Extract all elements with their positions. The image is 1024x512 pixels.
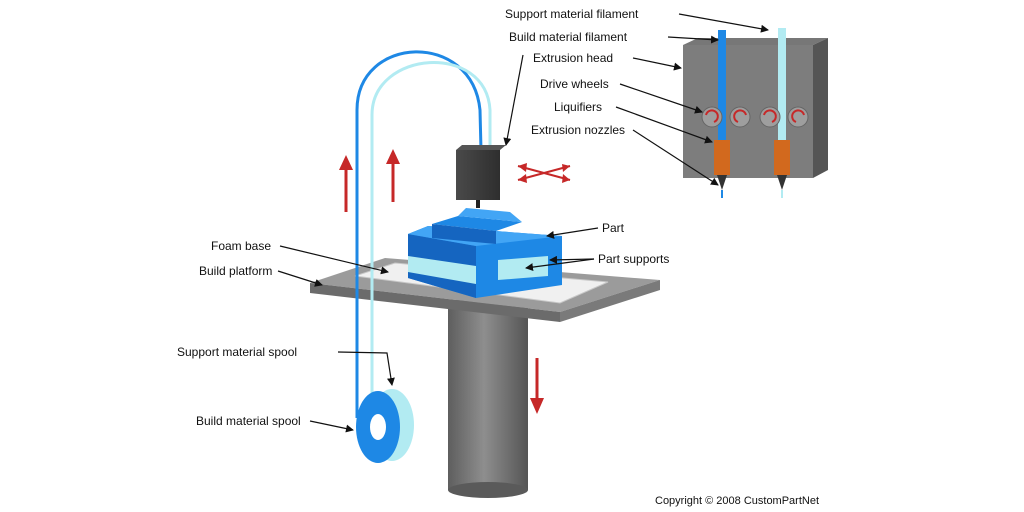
label-support-material-spool: Support material spool (177, 345, 298, 359)
label-drive-wheels: Drive wheels (540, 77, 609, 91)
filament-paths (355, 50, 492, 418)
label-liquifiers: Liquifiers (554, 100, 603, 114)
platform-column (448, 300, 528, 498)
extrusion-head (456, 145, 506, 208)
label-part-supports: Part supports (598, 252, 670, 266)
leader-lines (277, 13, 769, 433)
extrusion-head-inset (683, 28, 828, 198)
motion-arrows (339, 149, 571, 414)
part-supports (408, 256, 548, 284)
drive-wheels (701, 106, 809, 128)
extrusion-nozzles (717, 175, 787, 198)
build-material-spool (356, 389, 414, 463)
label-part: Part (602, 221, 625, 235)
liquifiers (714, 140, 790, 175)
label-extrusion-head: Extrusion head (533, 51, 614, 65)
label-extrusion-nozzles: Extrusion nozzles (531, 123, 626, 137)
copyright-text: Copyright © 2008 CustomPartNet (655, 495, 820, 507)
label-foam-base: Foam base (211, 239, 272, 253)
label-build-material-filament: Build material filament (509, 30, 628, 44)
part (408, 208, 562, 298)
label-support-material-filament: Support material filament (505, 7, 639, 21)
label-build-material-spool: Build material spool (196, 414, 301, 428)
label-build-platform: Build platform (199, 264, 273, 278)
